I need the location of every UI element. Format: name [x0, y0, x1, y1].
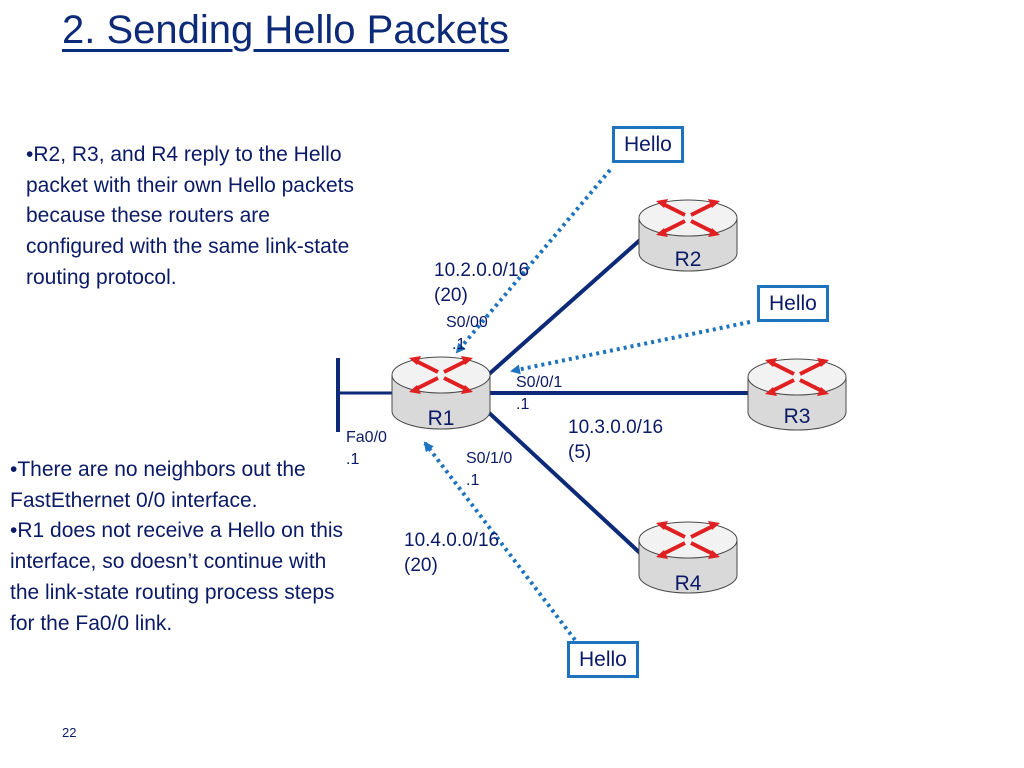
- reply-note: •R2, R3, and R4 reply to the Hello packe…: [26, 143, 354, 289]
- slide-title: 2. Sending Hello Packets: [62, 8, 509, 52]
- r1-lan-address: .1: [346, 451, 360, 468]
- r1-r4-interface-name: S0/1/0: [466, 450, 513, 467]
- r1-r2-address: .1: [452, 336, 466, 353]
- r1-r3-cost: (5): [568, 442, 592, 463]
- r1-r4-network: 10.4.0.0/16: [404, 530, 500, 551]
- r1-lan-interface-name: Fa0/0: [346, 429, 387, 446]
- r1-r2-interface: S0/00: [446, 314, 488, 331]
- router-r1-label: R1: [428, 407, 455, 430]
- router-r3-label: R3: [784, 405, 811, 428]
- fa-note-line-1: •There are no neighbors out the FastEthe…: [10, 458, 306, 512]
- fastethernet-note: •There are no neighbors out the FastEthe…: [10, 455, 345, 639]
- r1-r2-network: 10.2.0.0/16: [434, 260, 530, 281]
- r1-lan-interface: Fa0/0 .1: [346, 427, 387, 471]
- r1-r3-address: .1: [516, 396, 530, 413]
- r1-r4-address: .1: [466, 472, 480, 489]
- hello-arrow-from-r3: [510, 320, 751, 375]
- r1-r2-cost: (20): [434, 285, 468, 306]
- router-r2: R2: [638, 197, 738, 272]
- router-r3: R3: [747, 356, 847, 431]
- r1-r3-network-label: 10.3.0.0/16 (5): [568, 415, 663, 465]
- link-r1-r4: [484, 408, 642, 555]
- router-r2-label: R2: [675, 248, 702, 271]
- r1-r4-cost: (20): [404, 555, 438, 576]
- hello-arrow-from-r2: [455, 168, 612, 354]
- r1-r2-network-label: 10.2.0.0/16 (20): [434, 258, 529, 308]
- router-r4: R4: [638, 519, 738, 595]
- hello-box-r2: Hello: [612, 126, 684, 163]
- r1-r3-interface: S0/0/1 .1: [516, 372, 562, 416]
- router-r1: R1: [391, 354, 491, 430]
- r1-r4-network-label: 10.4.0.0/16 (20): [404, 528, 499, 578]
- r1-r4-interface: S0/1/0 .1: [466, 448, 512, 492]
- hello-box-r3: Hello: [757, 285, 829, 322]
- fa-note-line-2: •R1 does not receive a Hello on this int…: [10, 519, 344, 635]
- page-number: 22: [62, 725, 77, 740]
- link-r1-r2: [486, 238, 642, 377]
- r1-r3-interface-name: S0/0/1: [516, 374, 563, 391]
- hello-box-r4: Hello: [567, 641, 639, 678]
- router-r4-label: R4: [675, 572, 702, 595]
- r1-r3-network: 10.3.0.0/16: [568, 417, 664, 438]
